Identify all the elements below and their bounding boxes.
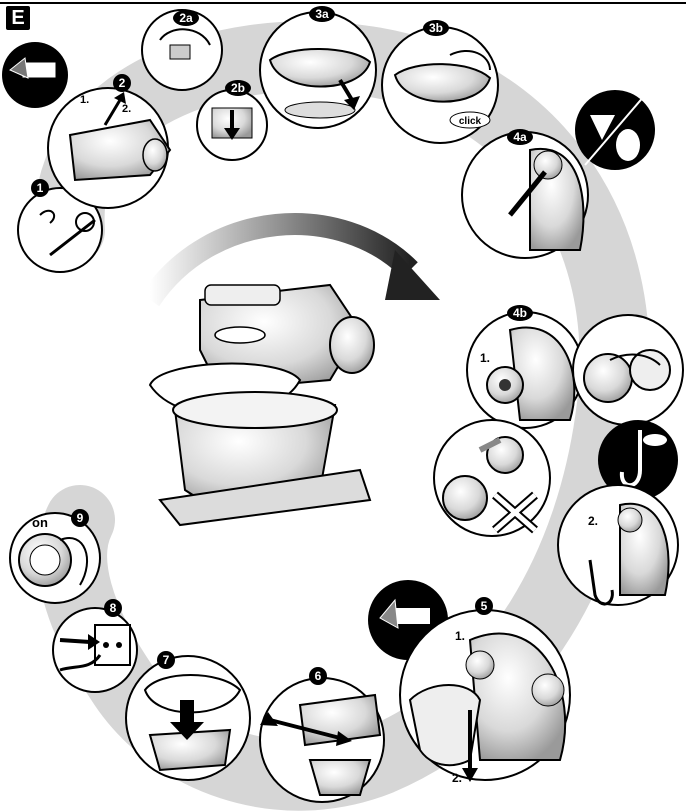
step-4b-detail-gear-panel	[573, 315, 683, 425]
step-4a-detail-inset	[575, 90, 655, 170]
step-8-badge: 8	[110, 601, 117, 615]
step-9-on-note: on	[32, 515, 48, 530]
step-2-detail-inset	[2, 42, 68, 108]
step-1-badge: 1	[37, 181, 44, 195]
step-2a-badge: 2a	[179, 11, 193, 25]
step-2b-badge: 2b	[231, 81, 245, 95]
step-4b-attach-panel: 2.	[558, 485, 678, 605]
step-2-sub-2: 2.	[122, 103, 131, 115]
step-3b-click-note: click	[459, 116, 482, 127]
step-5-sub-2: 2.	[452, 771, 462, 785]
step-5-sub-1: 1.	[455, 629, 465, 643]
step-4a-badge: 4a	[513, 130, 527, 144]
step-7-badge: 7	[163, 653, 170, 667]
central-kitchen-machine	[150, 285, 374, 525]
step-4b-badge: 4b	[513, 306, 527, 320]
step-5-badge: 5	[481, 599, 488, 613]
step-2-sub-1: 1.	[80, 94, 89, 106]
step-3a-badge: 3a	[315, 7, 329, 21]
step-9-badge: 9	[77, 511, 84, 525]
step-9-panel: on 9	[10, 509, 100, 603]
step-4b-wrong-panel	[434, 420, 550, 536]
step-4b-panel: 1. 4b	[467, 305, 583, 428]
step-6-badge: 6	[315, 669, 322, 683]
step-4b-sub-1: 1.	[480, 351, 490, 365]
step-3b-badge: 3b	[429, 21, 443, 35]
step-6-panel: 6	[260, 667, 384, 802]
step-4b-sub-2: 2.	[588, 514, 598, 528]
step-2-badge: 2	[119, 76, 126, 90]
step-2a-panel: 2a	[142, 10, 222, 90]
